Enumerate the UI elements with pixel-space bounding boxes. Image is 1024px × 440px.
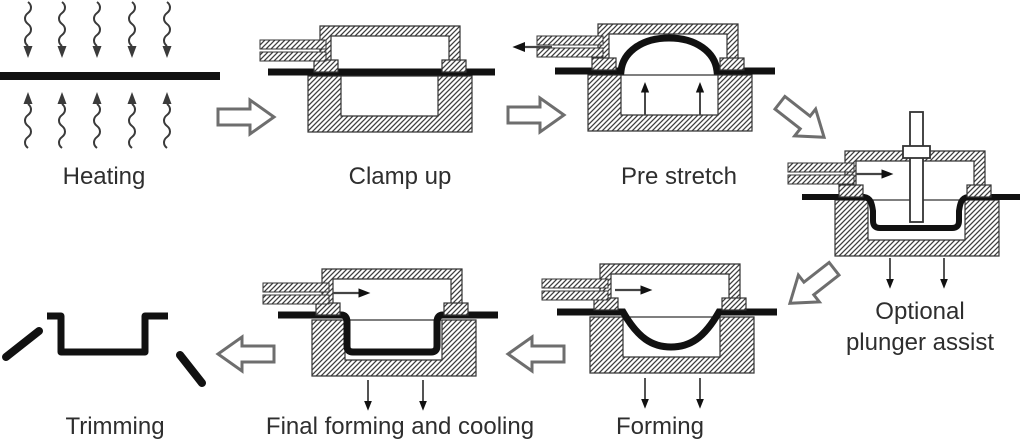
vacuum-down-arrow-icon: [640, 377, 650, 410]
air-up-arrow-icon: [694, 81, 706, 116]
air-pipes: [787, 162, 855, 185]
air-pipes: [259, 39, 327, 62]
flow-arrow-prestretch-to-plunger-icon: [767, 87, 837, 153]
stage-label-pre-stretch: Pre stretch: [621, 163, 737, 190]
mold-cross-section: [587, 74, 753, 132]
stage-label-plunger-line1: Optional: [875, 298, 964, 325]
flow-arrow-final-to-trimming-icon: [216, 335, 276, 373]
stage-label-final-forming: Final forming and cooling: [266, 413, 534, 440]
stage-pre-stretch: Pre stretch: [511, 23, 775, 190]
stage-final-forming-cooling: Final forming and cooling: [262, 268, 534, 440]
heat-waves-below-icon: [22, 91, 173, 149]
air-in-arrow-icon: [613, 284, 654, 296]
air-up-arrow-icon: [639, 81, 651, 116]
trimmed-scrap-right: [176, 351, 206, 387]
stage-trimming: Trimming: [2, 312, 206, 440]
stage-heating: Heating: [0, 1, 220, 190]
stage-label-plunger-line2: plunger assist: [846, 329, 994, 356]
air-pipes: [262, 282, 330, 305]
air-in-arrow-icon: [331, 287, 372, 299]
formed-part: [47, 312, 168, 356]
clamp-frame: [313, 25, 467, 73]
plastic-sheet-bulged: [555, 34, 775, 75]
clamp-frame: [591, 23, 745, 71]
stage-label-forming: Forming: [616, 413, 704, 440]
plastic-sheet-formed: [278, 311, 498, 356]
flow-arrow-plunger-to-forming-icon: [777, 253, 847, 319]
vacuum-down-arrow-icon: [418, 379, 428, 412]
vacuum-down-arrow-icon: [695, 377, 705, 410]
plastic-sheet-plunged: [802, 194, 1020, 231]
plunger-collar: [902, 145, 931, 159]
stage-clamp-up: Clamp up: [259, 25, 495, 190]
clamp-frame: [593, 263, 747, 311]
stage-label-trimming: Trimming: [65, 413, 164, 440]
flow-arrow-heating-to-clampup-icon: [216, 98, 276, 136]
plunger-rod: [909, 111, 924, 223]
mold-cross-section: [311, 319, 477, 377]
stage-forming: Forming: [541, 263, 777, 440]
stage-label-heating: Heating: [63, 163, 146, 190]
air-pipes: [541, 278, 609, 301]
stage-label-clamp-up: Clamp up: [349, 163, 452, 190]
stage-optional-plunger-assist: Optional plunger assist: [787, 111, 1020, 356]
air-in-arrow-icon: [854, 168, 895, 180]
mold-cross-section: [307, 75, 473, 133]
vacuum-down-arrow-icon: [939, 257, 949, 290]
heat-waves-above-icon: [22, 1, 173, 59]
flow-arrow-forming-to-final-icon: [506, 335, 566, 373]
trimmed-scrap-left: [2, 327, 43, 361]
vacuum-down-arrow-icon: [363, 379, 373, 412]
plastic-sheet-sagging: [557, 308, 777, 351]
flow-arrow-clampup-to-prestretch-icon: [506, 96, 566, 134]
vacuum-down-arrow-icon: [885, 257, 895, 290]
